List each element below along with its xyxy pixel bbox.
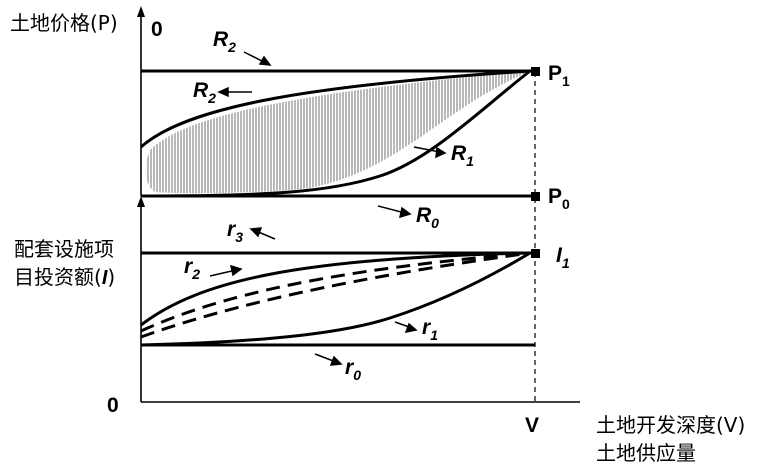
label-r3-main: r: [227, 218, 237, 241]
x-tick-V: V: [525, 414, 539, 437]
arrow-R1: [413, 146, 441, 153]
label-r3: r3: [227, 218, 243, 245]
label-R0-main: R: [416, 204, 432, 227]
label-P0-main: P: [548, 185, 562, 208]
x-axis-label-line1: 土地开发深度(V): [596, 413, 745, 437]
label-r2-main: r: [184, 255, 194, 278]
label-P0-sub: 0: [562, 196, 570, 212]
y-bottom-axis-label-line1: 配套设施项: [14, 237, 114, 261]
marker-P0: [531, 192, 540, 201]
curve-r2: [140, 251, 531, 327]
label-R2-upper-sub: 2: [227, 39, 236, 55]
label-P1: P1: [548, 62, 570, 89]
label-r1: r1: [422, 316, 438, 343]
label-R1: R1: [451, 142, 474, 169]
label-P1-main: P: [548, 62, 562, 85]
label-R0: R0: [416, 204, 439, 231]
label-R2-upper-main: R: [213, 28, 229, 51]
curve-r1: [140, 251, 531, 347]
label-R2-lower-sub: 2: [207, 90, 216, 106]
label-P1-sub: 1: [562, 73, 570, 89]
marker-P1: [531, 67, 540, 76]
arrow-R2-lower-head: [217, 86, 229, 98]
label-r1-sub: 1: [430, 327, 438, 343]
y-axis-bottom-arrowhead: [137, 196, 145, 207]
y-bottom-label-var: I: [102, 267, 108, 289]
shaded-region: [145, 71, 530, 194]
y-top-axis-label: 土地价格(P): [10, 11, 118, 35]
label-R1-main: R: [451, 142, 467, 165]
label-I1-sub: 1: [562, 255, 570, 271]
arrow-R2-upper-head: [258, 55, 272, 66]
label-R1-sub: 1: [466, 153, 474, 169]
label-R2-lower: R2: [193, 79, 216, 106]
label-I1-main: I: [556, 244, 563, 267]
arrow-R0-head: [398, 206, 412, 219]
marker-I1: [531, 249, 540, 258]
label-r1-main: r: [422, 316, 432, 339]
y-bottom-origin: 0: [107, 394, 119, 417]
y-bottom-label-text: 目投资额(: [14, 265, 102, 289]
arrow-r1-head: [404, 322, 418, 334]
y-bottom-label-close: ): [107, 265, 115, 289]
arrow-r2-head: [229, 264, 243, 277]
label-R0-sub: 0: [431, 215, 439, 231]
curve-dashed-2: [140, 251, 531, 339]
label-r0-sub: 0: [353, 367, 361, 383]
curve-dashed-1: [140, 251, 531, 333]
label-r3-sub: 3: [235, 229, 243, 245]
label-r2: r2: [184, 255, 200, 282]
arrow-r3-head: [249, 227, 263, 238]
label-r0-main: r: [345, 356, 355, 379]
label-P0: P0: [548, 185, 570, 212]
y-axis-top-arrowhead: [137, 6, 145, 17]
label-I1: I1: [556, 244, 570, 271]
y-top-origin: 0: [151, 18, 163, 41]
arrow-r0-head: [329, 355, 343, 366]
y-bottom-axis-label-line2: 目投资额(I): [14, 265, 115, 289]
label-r2-sub: 2: [191, 266, 200, 282]
pointer-arrows: [209, 51, 447, 366]
curve-R2-lower: [140, 69, 531, 149]
arrow-R1-head: [435, 146, 447, 159]
x-axis-label-line2: 土地供应量: [596, 441, 696, 465]
label-R2-lower-main: R: [193, 79, 209, 102]
label-R2-upper: R2: [213, 28, 236, 55]
label-r0: r0: [345, 356, 361, 383]
